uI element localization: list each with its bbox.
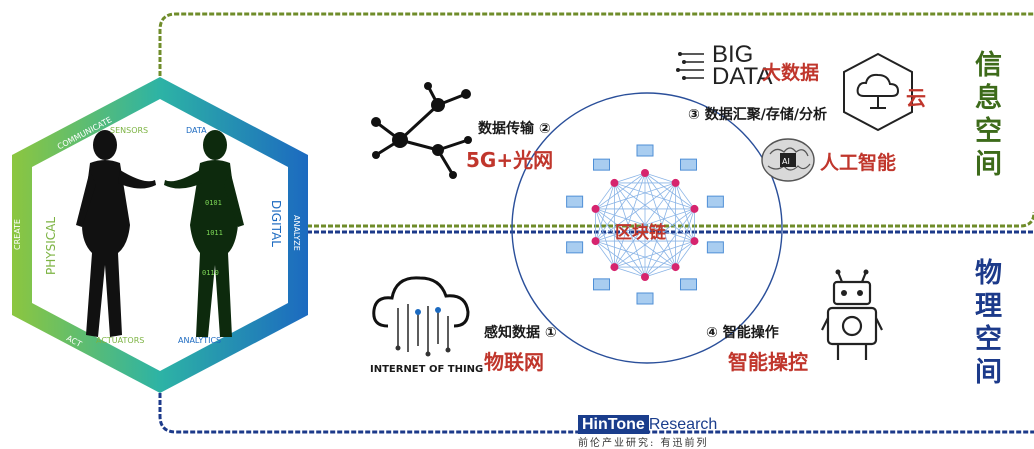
logo-rest-text: Research [648, 416, 718, 433]
blockchain-link [644, 172, 695, 242]
blockchain-link [614, 182, 676, 268]
operation-label: ④ 智能操作 [706, 325, 779, 341]
blockchain-computer-icon [566, 195, 584, 208]
cloud-label: 云 [906, 86, 926, 110]
bigdata-logo: BIG DATA [712, 41, 773, 90]
bigdata-label: 大数据 [762, 62, 820, 84]
blockchain-link [675, 182, 695, 210]
operation-tech: 智能操控 [728, 350, 808, 374]
blockchain-link [675, 240, 695, 268]
hex-analytics-label: ANALYTICS [178, 336, 221, 345]
blockchain-computer-icon [679, 278, 697, 291]
blockchain-link [595, 182, 615, 242]
blockchain-link [595, 182, 676, 210]
hex-sensors-label: SENSORS [110, 126, 148, 135]
hex-edge-create: CREATE [13, 219, 22, 250]
blockchain-link [595, 240, 676, 268]
transmission-tech: 5G+光网 [466, 148, 554, 172]
blockchain-link [595, 172, 646, 242]
hex-edge-analyze: ANALYZE [292, 215, 301, 251]
logo-box-text: HinTone [578, 415, 649, 434]
human-digital-figure-icon: 0101 1011 0110 [164, 130, 244, 337]
blockchain-node [671, 178, 680, 187]
blockchain-link [644, 208, 695, 278]
blockchain-computer-icon [566, 241, 584, 254]
network-nodes-icon [371, 82, 472, 179]
blockchain-link [595, 208, 615, 268]
blockchain-computer-icon [706, 241, 724, 254]
blockchain-link [614, 240, 695, 268]
blockchain-link [614, 172, 646, 184]
blockchain-computer-icon [636, 144, 654, 157]
sensing-tech: 物联网 [484, 350, 544, 374]
info-space-divider [160, 211, 1034, 228]
blockchain-link [644, 266, 676, 278]
blockchain-link [595, 240, 615, 268]
blockchain-node [641, 273, 649, 281]
blockchain-link [614, 182, 695, 210]
blockchain-link [614, 182, 695, 242]
bigdata-circuit-icon [676, 52, 704, 80]
blockchain-link [595, 182, 615, 210]
blockchain-computer-icon [706, 195, 724, 208]
svg-text:0101: 0101 [205, 199, 222, 207]
svg-text:0110: 0110 [202, 269, 219, 277]
blockchain-link [595, 240, 646, 278]
blockchain-computer-icon [636, 292, 654, 305]
hex-physical-label: PHYSICAL [44, 217, 58, 275]
blockchain-link [614, 266, 646, 278]
iot-caption: INTERNET OF THING [370, 364, 484, 375]
blockchain-link [595, 208, 646, 278]
info-space-outline [158, 12, 1034, 230]
blockchain-node [690, 204, 699, 213]
blockchain-node [610, 178, 619, 187]
storage-label: ③ 数据汇聚/存储/分析 [688, 107, 827, 123]
ai-label: 人工智能 [820, 152, 897, 174]
digital-twin-hexagon: 0101 1011 0110 COMMUNICATE AGGREGATE ANA… [12, 77, 308, 393]
hex-integration-label: INTEGRATION [159, 221, 168, 275]
blockchain-link [644, 172, 676, 184]
blockchain-node [610, 263, 619, 272]
blockchain-computer-icon [593, 278, 611, 291]
cloud-hex-icon [843, 52, 913, 132]
central-ring [511, 92, 783, 364]
blockchain-node [690, 237, 699, 246]
svg-text:1011: 1011 [206, 229, 223, 237]
svg-text:AI: AI [782, 157, 790, 166]
blockchain-node [671, 263, 680, 272]
human-physical-figure-icon [76, 130, 156, 337]
info-space-label: 信息空间 [970, 50, 1001, 182]
ai-brain-icon: AI [761, 138, 815, 182]
sensing-label: 感知数据 ① [484, 325, 557, 341]
blockchain-link [595, 208, 676, 268]
physical-space-label: 物理空间 [970, 258, 1001, 390]
robot-icon [821, 269, 883, 360]
transmission-label: 数据传输 ② [478, 121, 551, 137]
blockchain-computer-icon [593, 158, 611, 171]
blockchain-computer-icon [679, 158, 697, 171]
blockchain-link [614, 182, 646, 278]
blockchain-label: 区块链 [615, 223, 666, 243]
blockchain-network [566, 144, 724, 305]
physical-space-bottom [158, 232, 1034, 434]
blockchain-node [591, 237, 600, 246]
logo-subtitle: 前伦产业研究: 有迅前列 [578, 438, 709, 449]
blockchain-node [591, 204, 600, 213]
iot-cloud-icon [372, 276, 470, 357]
blockchain-node [641, 169, 649, 177]
hex-actuators-label: ACTUATORS [96, 336, 144, 345]
hex-digital-label: DIGITAL [269, 200, 283, 247]
hex-data-label: DATA [186, 126, 207, 135]
